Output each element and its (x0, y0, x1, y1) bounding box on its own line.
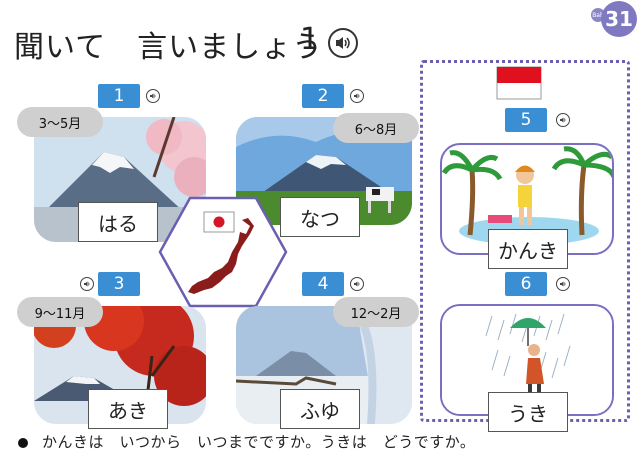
question-text: かんきは いつから いつまでですか。うきは どうですか。 (42, 433, 476, 451)
lesson-number-badge: 31 (601, 1, 637, 37)
season-number-tag: 6 (505, 272, 547, 296)
season-word-label: うき (488, 392, 568, 432)
month-bubble: 9〜11月 (17, 297, 103, 327)
japan-flag-icon (203, 211, 235, 233)
winter-photo (236, 306, 412, 424)
season-word-label: あき (88, 389, 168, 429)
speaker-icon[interactable] (80, 277, 94, 291)
season-number-tag: 3 (98, 272, 140, 296)
speaker-icon[interactable] (350, 277, 364, 291)
season-number-tag: 2 (302, 84, 344, 108)
japan-map-icon (188, 218, 254, 294)
season-number-tag: 1 (98, 84, 140, 108)
season-number-tag: 4 (302, 272, 344, 296)
season-word-label: ふゆ (280, 389, 360, 429)
japan-map-hexagon (158, 196, 288, 308)
month-bubble: 6〜8月 (333, 113, 419, 143)
speaker-icon[interactable] (350, 89, 364, 103)
season-word-label: はる (78, 202, 158, 242)
month-bubble: 3〜5月 (17, 107, 103, 137)
bullet-point (18, 438, 28, 448)
speaker-icon[interactable] (146, 89, 160, 103)
title-speaker-icon[interactable] (328, 28, 358, 58)
page-title: 聞いて 言いましょう (14, 30, 324, 65)
speaker-icon[interactable] (556, 113, 570, 127)
month-bubble: 12〜2月 (333, 297, 419, 327)
season-word-label: かんき (488, 229, 568, 269)
indonesia-flag-icon (496, 66, 542, 100)
season-word-label: なつ (280, 197, 360, 237)
title-number: 1 (300, 22, 320, 57)
season-number-tag: 5 (505, 108, 547, 132)
speaker-icon[interactable] (556, 277, 570, 291)
